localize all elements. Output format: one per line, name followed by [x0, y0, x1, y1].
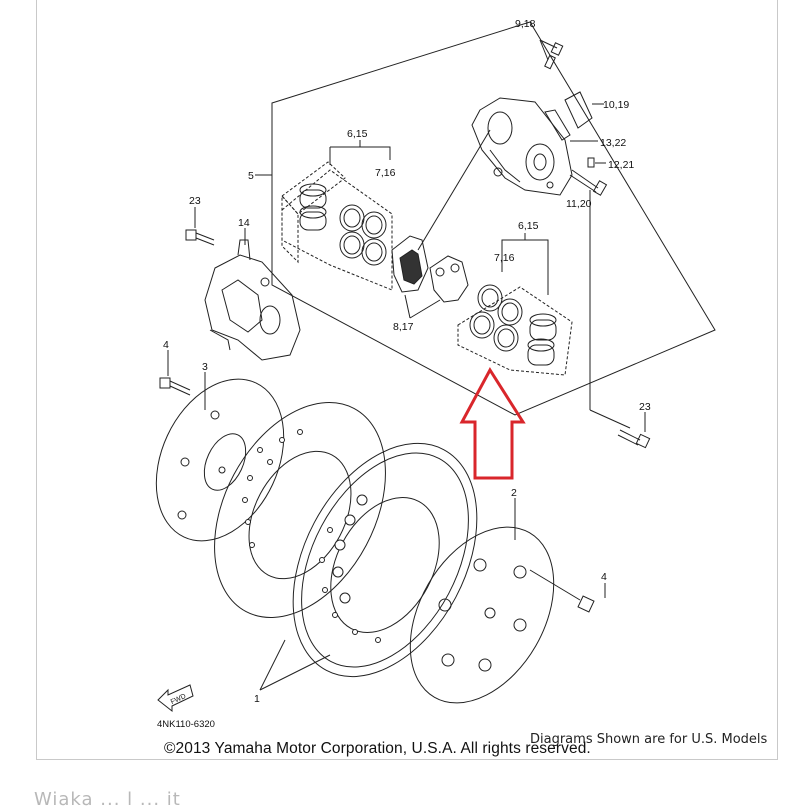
annotation-arrow-icon [459, 367, 526, 480]
seals-left [339, 204, 387, 266]
bolt-4-left [159, 377, 191, 396]
caliper-left [204, 239, 301, 361]
disclaimer-text: Diagrams Shown are for U.S. Models [530, 732, 768, 747]
piston-box-right [457, 286, 573, 376]
callout-23-left: 23 [189, 195, 201, 207]
callout-9-18: 9,18 [515, 18, 536, 30]
callout-6-15-right: 6,15 [518, 220, 539, 232]
disc-middle [214, 402, 386, 618]
bleed-screw-part [539, 39, 564, 70]
pad-spring-part [564, 91, 593, 129]
callout-7-16-left: 7,16 [375, 167, 396, 179]
pistons-right [527, 313, 557, 366]
caliper-assembly-outline [271, 21, 716, 416]
callout-1: 1 [254, 693, 260, 705]
callout-23-right: 23 [639, 401, 651, 413]
callout-4-right: 4 [601, 571, 607, 583]
pad-pin-part [544, 109, 571, 141]
seals-right [469, 284, 523, 352]
callout-10-19: 10,19 [603, 99, 629, 111]
bolt-23-right [617, 429, 651, 449]
forward-arrow-icon [157, 684, 194, 713]
part-code: 4NK110-6320 [157, 719, 215, 730]
callout-4-left: 4 [163, 339, 169, 351]
bolt-23-left [185, 229, 215, 246]
brake-pads [391, 129, 491, 319]
bolt-4-right [529, 569, 595, 613]
disc-front [292, 442, 478, 678]
callout-5: 5 [248, 170, 254, 182]
callout-6-15-left: 6,15 [347, 128, 368, 140]
piston-box-left [281, 161, 393, 291]
callout-11-20: 11,20 [566, 198, 592, 210]
callout-12-21: 12,21 [608, 159, 634, 171]
copyright-text: ©2013 Yamaha Motor Corporation, U.S.A. A… [164, 740, 591, 757]
callout-14: 14 [238, 217, 250, 229]
caliper-body-right [471, 97, 573, 196]
caliper-bolt-part [569, 169, 608, 196]
pistons-left [299, 183, 327, 231]
callout-13-22: 13,22 [600, 137, 626, 149]
callout-7-16-right: 7,16 [494, 252, 515, 264]
disc-cover-2 [409, 526, 555, 704]
disc-3 [155, 378, 285, 542]
callout-2: 2 [511, 487, 517, 499]
plug-part [587, 157, 595, 168]
callout-8-17: 8,17 [393, 321, 414, 333]
callout-3: 3 [202, 361, 208, 373]
